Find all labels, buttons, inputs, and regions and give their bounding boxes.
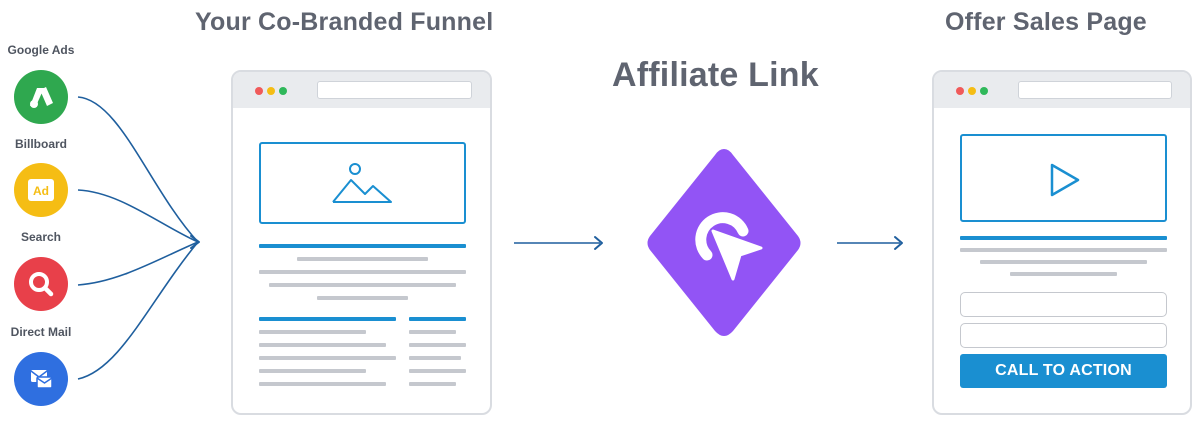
- connector-direct-mail: [77, 241, 199, 380]
- window-maximize-dot: [980, 87, 988, 95]
- arrowhead-funnel: [190, 235, 200, 249]
- text-line: [259, 369, 366, 373]
- column-heading-bar: [259, 317, 396, 321]
- connector-search: [77, 241, 199, 286]
- mail-icon: [30, 370, 53, 389]
- svg-text:Ad: Ad: [33, 184, 49, 198]
- column-heading-bar: [409, 317, 466, 321]
- text-line: [259, 343, 386, 347]
- funnel-heading: Your Co-Branded Funnel: [195, 8, 494, 36]
- window-close-dot: [255, 87, 263, 95]
- direct-mail-source: [14, 352, 68, 406]
- google-ads-source: [14, 70, 68, 124]
- arrowhead-link: [594, 236, 603, 250]
- window-minimize-dot: [267, 87, 275, 95]
- offer-browser-window: CALL TO ACTION: [932, 70, 1192, 415]
- form-input-field[interactable]: [960, 292, 1167, 317]
- video-placeholder: [960, 134, 1167, 222]
- text-line: [259, 270, 466, 274]
- source-label-billboard: Billboard: [14, 137, 67, 151]
- affiliate-heading: Affiliate Link: [612, 56, 819, 94]
- text-line: [960, 248, 1167, 252]
- text-line: [409, 369, 466, 373]
- hero-image-placeholder: [259, 142, 466, 224]
- search-source: [14, 257, 68, 311]
- google-ads-icon: [30, 87, 53, 108]
- funnel-browser-window: [231, 70, 492, 415]
- text-line: [259, 330, 366, 334]
- text-line: [409, 382, 456, 386]
- text-line: [297, 257, 428, 261]
- image-icon: [332, 163, 392, 203]
- connector-billboard: [77, 189, 199, 243]
- text-line: [980, 260, 1147, 264]
- text-line: [409, 330, 456, 334]
- browser-toolbar: [934, 72, 1190, 108]
- form-input-field[interactable]: [960, 323, 1167, 348]
- text-line: [269, 283, 456, 287]
- arrowhead-offer: [894, 236, 903, 250]
- connector-google-ads: [77, 96, 199, 243]
- source-label-google-ads: Google Ads: [7, 43, 75, 57]
- text-line: [317, 296, 408, 300]
- affiliate-link-badge: [647, 149, 801, 336]
- address-bar: [317, 81, 472, 99]
- headline-bar: [259, 244, 466, 248]
- text-line: [259, 356, 396, 360]
- text-line: [259, 382, 386, 386]
- search-icon: [29, 272, 54, 297]
- text-line: [409, 356, 461, 360]
- cursor-click-icon: [695, 212, 763, 281]
- window-close-dot: [956, 87, 964, 95]
- source-label-direct-mail: Direct Mail: [10, 325, 72, 339]
- source-label-search: Search: [20, 230, 62, 244]
- text-line: [1010, 272, 1117, 276]
- play-icon: [1050, 163, 1080, 197]
- window-minimize-dot: [968, 87, 976, 95]
- text-line: [409, 343, 466, 347]
- window-maximize-dot: [279, 87, 287, 95]
- ad-billboard-icon: Ad: [28, 179, 54, 201]
- browser-toolbar: [233, 72, 490, 108]
- offer-heading: Offer Sales Page: [945, 8, 1147, 36]
- call-to-action-button[interactable]: CALL TO ACTION: [960, 354, 1167, 388]
- headline-bar: [960, 236, 1167, 240]
- address-bar: [1018, 81, 1172, 99]
- billboard-source: Ad: [14, 163, 68, 217]
